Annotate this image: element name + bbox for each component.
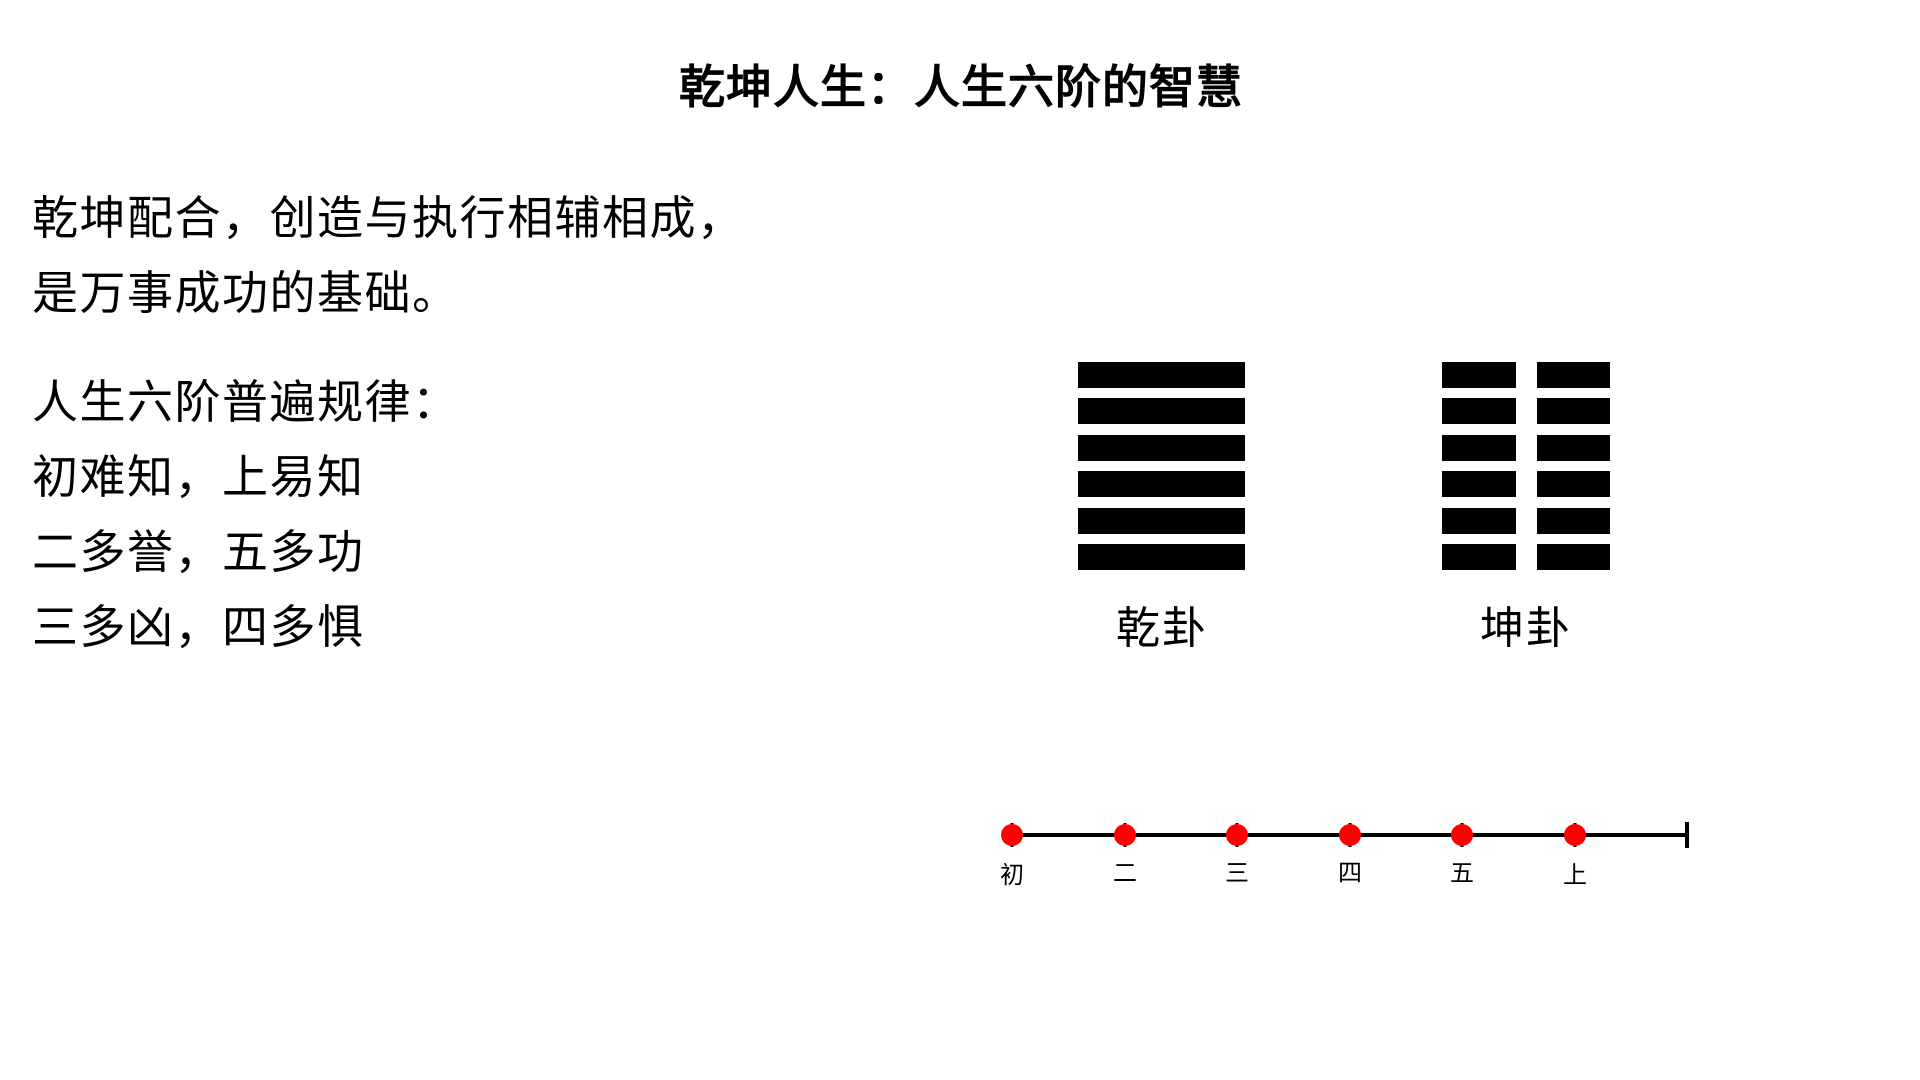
yin-line-right [1537,362,1610,388]
yang-line [1078,362,1245,388]
yin-line-left [1442,398,1516,424]
intro-line-1: 乾坤配合，创造与执行相辅相成， [32,191,745,245]
yin-line-right [1537,435,1610,461]
stage-dot [1001,824,1023,846]
intro-paragraph: 乾坤配合，创造与执行相辅相成， 是万事成功的基础。 [32,181,745,331]
yin-line-left [1442,362,1516,388]
yin-line-right [1537,471,1610,497]
stage-dot [1339,824,1361,846]
stage-label-er: 二 [1113,859,1137,887]
stage-marker [1339,823,1361,847]
yin-line-left [1442,544,1516,570]
stage-label-chu: 初 [1000,861,1024,889]
kun-label: 坤卦 [1480,603,1572,654]
qian-label: 乾卦 [1116,603,1208,654]
yang-line [1078,435,1245,461]
stage-marker [1226,823,1248,847]
stage-dot [1564,824,1586,846]
rules-list: 人生六阶普遍规律： 初难知，上易知 二多誉，五多功 三多凶，四多惧 [32,365,460,665]
rule-line-1: 初难知，上易知 [32,450,365,504]
page-title: 乾坤人生：人生六阶的智慧 [679,60,1243,114]
stage-marker [1564,823,1586,847]
stage-dot [1451,824,1473,846]
stage-label-san: 三 [1225,859,1249,887]
rules-heading: 人生六阶普遍规律： [32,375,460,429]
yang-line [1078,508,1245,534]
yin-line-left [1442,435,1516,461]
stage-label-shang: 上 [1563,861,1587,889]
yang-line [1078,398,1245,424]
rule-line-3: 三多凶，四多惧 [32,600,365,654]
yin-line-right [1537,398,1610,424]
yang-line [1078,471,1245,497]
rule-line-2: 二多誉，五多功 [32,525,365,579]
intro-line-2: 是万事成功的基础。 [32,266,460,320]
stage-label-wu: 五 [1450,859,1474,887]
yin-line-left [1442,508,1516,534]
yang-line [1078,544,1245,570]
stage-dot [1114,824,1136,846]
yin-line-right [1537,508,1610,534]
stage-dot [1226,824,1248,846]
stage-label-si: 四 [1338,859,1362,887]
stage-marker [1451,823,1473,847]
stage-marker [1114,823,1136,847]
yin-line-left [1442,471,1516,497]
yin-line-right [1537,544,1610,570]
stage-marker [1001,823,1023,847]
